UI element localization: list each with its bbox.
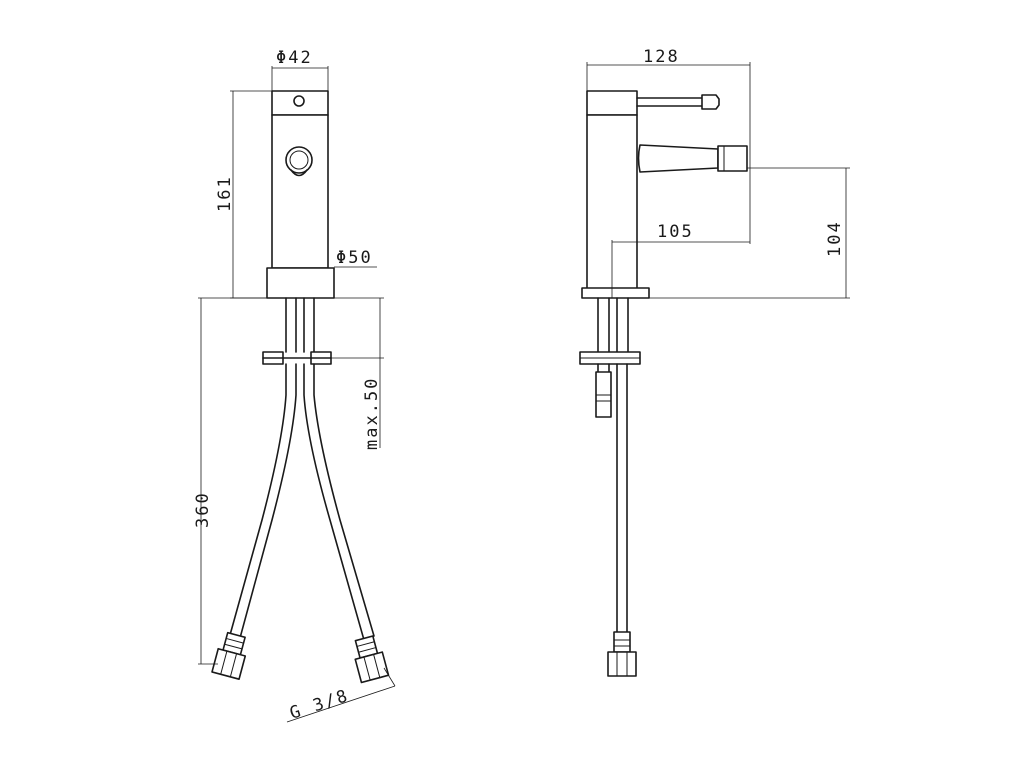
faucet-body-front [266,90,335,299]
side-shanks [579,297,641,677]
label-hose-length: 360 [193,491,213,528]
flexible-hoses [211,363,390,684]
dimension-hose-length: 360 [193,297,267,665]
shank-rods [262,297,332,365]
front-view: Φ42 161 Φ50 360 max.50 [193,48,396,724]
label-total-depth: 128 [643,47,680,67]
side-view: 128 105 104 [579,47,850,677]
label-spout-reach: 105 [657,222,694,242]
dimension-height-body: 161 [215,90,272,299]
dimension-diameter-top: Φ42 [271,48,329,91]
label-height-body: 161 [215,175,235,212]
dimension-diameter-base: Φ50 [334,248,377,268]
label-thread: G 3/8 [287,686,351,724]
dimension-max-thickness: max.50 [331,297,384,450]
dimension-spout-height: 104 [649,167,850,299]
label-max-thickness: max.50 [362,377,382,450]
faucet-body-side [581,90,748,299]
dimension-total-depth: 128 [586,47,751,244]
dimension-spout-reach: 105 [611,222,750,298]
label-diameter-top: Φ42 [276,48,313,68]
label-diameter-base: Φ50 [336,248,373,268]
label-spout-height: 104 [825,220,845,257]
